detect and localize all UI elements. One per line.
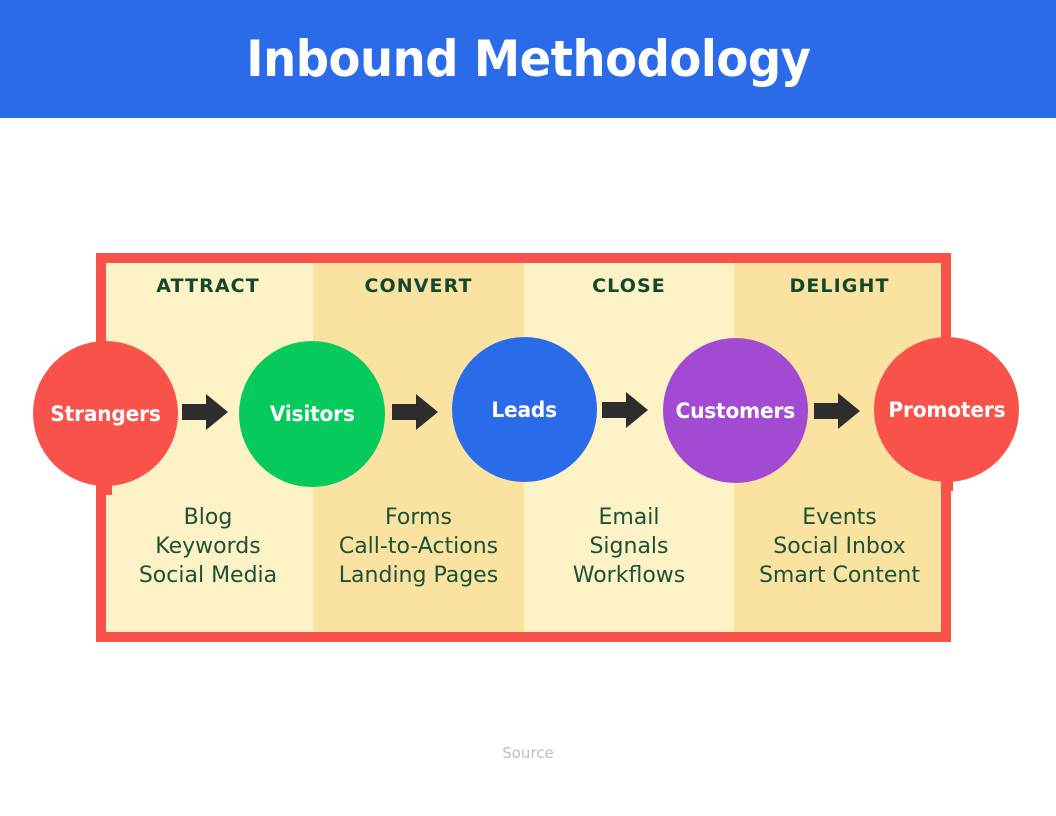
stage-item: Workflows (572, 563, 686, 588)
stage-item: Forms (385, 505, 452, 530)
stage-label-delight: DELIGHT (789, 275, 890, 297)
node-label: Strangers (50, 401, 161, 426)
page-title: Inbound Methodology (245, 30, 811, 88)
node-visitors[interactable]: Visitors (239, 341, 385, 487)
stage-item: Social Inbox (773, 534, 906, 559)
node-customers[interactable]: Customers (663, 338, 808, 483)
node-label: Promoters (888, 397, 1005, 422)
node-label: Leads (491, 397, 558, 422)
stage-items-convert: Forms Call-to-Actions Landing Pages (313, 503, 524, 590)
node-bubble[interactable]: Leads (452, 337, 597, 482)
stage-item: Blog (183, 505, 233, 530)
stage-item: Call-to-Actions (338, 534, 499, 559)
stage-label-attract: ATTRACT (156, 275, 260, 297)
node-leads[interactable]: Leads (452, 337, 597, 482)
stage-item: Social Media (138, 563, 278, 588)
node-promoters[interactable]: Promoters (874, 337, 1019, 491)
node-strangers[interactable]: Strangers (33, 341, 178, 495)
stage-item: Signals (589, 534, 669, 559)
stage-label-close: CLOSE (592, 275, 666, 297)
source-note[interactable]: Source (0, 744, 1056, 762)
stage-item: Events (802, 505, 877, 530)
node-label: Customers (675, 398, 796, 423)
stage-item: Landing Pages (338, 563, 499, 588)
node-bubble[interactable]: Promoters (874, 337, 1019, 482)
stage-items-attract: Blog Keywords Social Media (103, 503, 313, 590)
node-bubble[interactable]: Visitors (239, 341, 385, 487)
header-band: Inbound Methodology (0, 0, 1056, 118)
source-label: Source (502, 744, 554, 762)
stage-label-convert: CONVERT (364, 275, 473, 297)
node-bubble[interactable]: Customers (663, 338, 808, 483)
stage-item: Keywords (155, 534, 261, 559)
stage-items-close: Email Signals Workflows (524, 503, 734, 590)
stage-item: Smart Content (758, 563, 921, 588)
stage-items-delight: Events Social Inbox Smart Content (734, 503, 945, 590)
stage-item: Email (598, 505, 660, 530)
node-label: Visitors (269, 402, 355, 426)
node-bubble[interactable]: Strangers (33, 341, 178, 486)
